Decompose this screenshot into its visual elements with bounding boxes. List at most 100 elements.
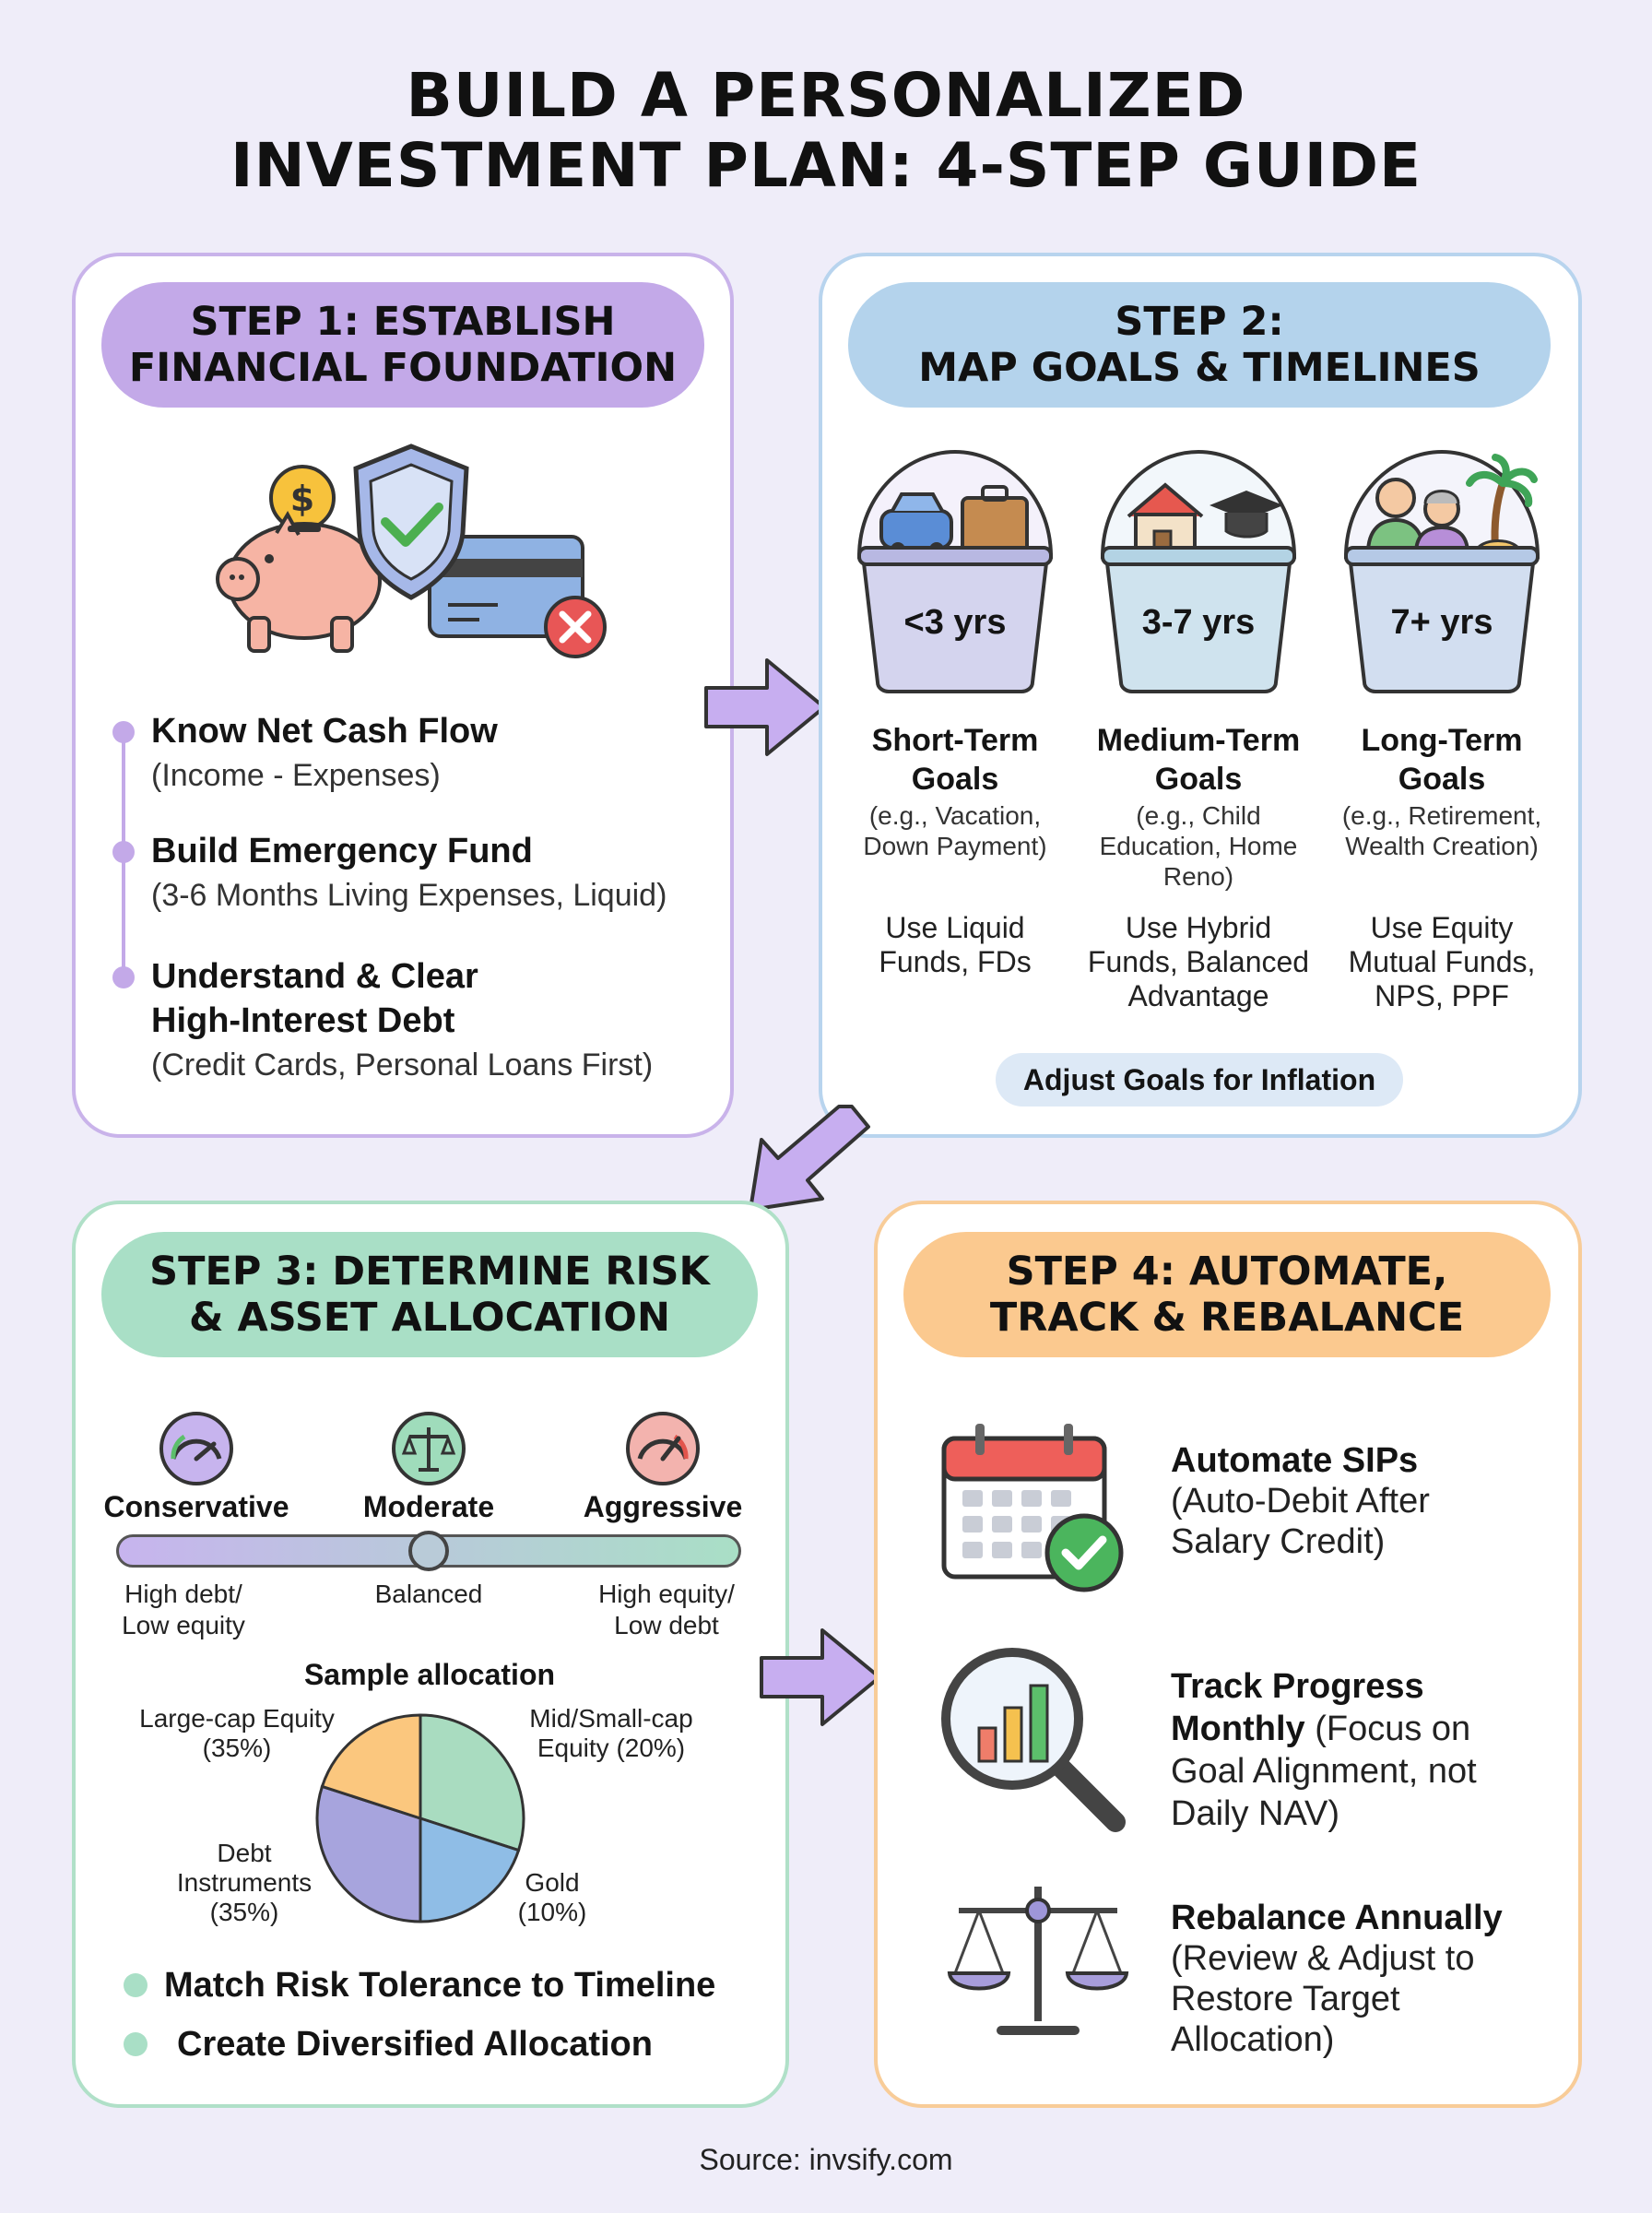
- step1-heading-line2: FINANCIAL FOUNDATION: [128, 345, 678, 391]
- arrow-right-icon: [704, 658, 826, 756]
- long-term-title-line1: Long-Term: [1361, 723, 1523, 758]
- risk-moderate-label: Moderate: [362, 1490, 495, 1523]
- pie-label-gold-line2: (10%): [517, 1898, 587, 1926]
- step4-item2-title-line2: Monthly: [1171, 1710, 1305, 1748]
- step4-item2-inline: (Focus on: [1304, 1710, 1471, 1748]
- long-term-use-line3: NPS, PPF: [1375, 979, 1509, 1012]
- risk-moderate-desc: Balanced: [374, 1580, 483, 1608]
- step4-item3-line3: Allocation): [1171, 2020, 1335, 2059]
- pie-label-debt-line3: (35%): [209, 1898, 279, 1926]
- bucket-medium-term: [1100, 449, 1297, 693]
- pie-label-mid-small-cap: Mid/Small-cap Equity (20%): [503, 1704, 719, 1763]
- risk-aggressive-desc-line2: Low debt: [614, 1611, 719, 1639]
- step4-item2-line2: Daily NAV): [1171, 1794, 1339, 1833]
- long-term-use-line1: Use Equity: [1370, 911, 1514, 944]
- pie-debt-slice: [315, 1784, 422, 1923]
- allocation-title: Sample allocation: [303, 1658, 556, 1691]
- step2-heading-line1: STEP 2:: [1115, 299, 1284, 345]
- arrow-down-left-icon: [749, 1105, 870, 1212]
- conservative-gauge-icon: [159, 1412, 233, 1485]
- step4-item2-title-line1: Track Progress: [1171, 1667, 1424, 1706]
- step3-bullet-dot: [124, 1973, 148, 1997]
- step1-item3-title-line1: Understand & Clear: [151, 957, 478, 996]
- aggressive-gauge-icon: [626, 1412, 700, 1485]
- medium-term-use-line1: Use Hybrid: [1125, 911, 1272, 944]
- step1-item2-title: Build Emergency Fund: [151, 832, 533, 870]
- medium-term-example-line3: Reno): [1162, 862, 1234, 891]
- long-term-example-line2: Wealth Creation): [1345, 832, 1539, 860]
- pie-label-debt: Debt Instruments (35%): [157, 1839, 332, 1927]
- bucket-short-label: <3 yrs: [903, 603, 1007, 642]
- page-title-line2: INVESTMENT PLAN: 4-STEP GUIDE: [230, 130, 1422, 201]
- short-term-title-line1: Short-Term: [871, 723, 1039, 758]
- short-term-title-line2: Goals: [911, 762, 999, 797]
- step1-bullet-dot: [112, 721, 135, 743]
- long-term-use: Use Equity Mutual Funds, NPS, PPF: [1322, 911, 1562, 1013]
- piggy-bank-shield-credit-card-icon: $: [216, 444, 607, 658]
- short-term-example-line2: Down Payment): [863, 832, 1047, 860]
- medium-term-use: Use Hybrid Funds, Balanced Advantage: [1079, 911, 1318, 1013]
- pie-label-mid-small-line2: Equity (20%): [537, 1734, 686, 1762]
- step4-item1-title: Automate SIPs: [1171, 1441, 1419, 1480]
- step1-heading-line1: STEP 1: ESTABLISH: [190, 299, 616, 345]
- long-term-goals: Long-Term Goals (e.g., Retirement, Wealt…: [1322, 721, 1562, 861]
- medium-term-example-line1: (e.g., Child: [1136, 801, 1261, 830]
- bucket-long-term: [1343, 449, 1540, 693]
- step2-heading: STEP 2: MAP GOALS & TIMELINES: [848, 282, 1551, 408]
- step3-heading-line1: STEP 3: DETERMINE RISK: [149, 1249, 710, 1295]
- risk-conservative-label: Conservative: [103, 1490, 289, 1523]
- medium-term-use-line3: Advantage: [1127, 979, 1269, 1012]
- short-term-use-line1: Use Liquid: [885, 911, 1025, 944]
- step4-item2: Track Progress Monthly (Focus on Goal Al…: [1171, 1665, 1477, 1835]
- risk-conservative-desc-line2: Low equity: [122, 1611, 245, 1639]
- step4-heading: STEP 4: AUTOMATE, TRACK & REBALANCE: [903, 1232, 1551, 1357]
- balance-scale-icon: [947, 1887, 1129, 2035]
- medium-term-use-line2: Funds, Balanced: [1087, 945, 1310, 978]
- pie-label-gold-line1: Gold: [525, 1868, 580, 1897]
- medium-term-goals: Medium-Term Goals (e.g., Child Education…: [1079, 721, 1318, 892]
- step1-item3-detail: (Credit Cards, Personal Loans First): [151, 1047, 654, 1083]
- medium-term-title-line1: Medium-Term: [1096, 723, 1301, 758]
- bucket-short-term: [856, 449, 1054, 693]
- step4-item1: Automate SIPs (Auto-Debit After Salary C…: [1171, 1440, 1430, 1562]
- long-term-use-line2: Mutual Funds,: [1348, 945, 1536, 978]
- source-footer: Source: invsify.com: [699, 2143, 953, 2176]
- short-term-use: Use Liquid Funds, FDs: [835, 911, 1075, 979]
- short-term-use-line2: Funds, FDs: [879, 945, 1032, 978]
- step3-bullet1: Match Risk Tolerance to Timeline: [164, 1966, 716, 2005]
- pie-label-large-cap-line1: Large-cap Equity: [139, 1704, 335, 1733]
- long-term-title-line2: Goals: [1398, 762, 1486, 797]
- page-title-line1: BUILD A PERSONALIZED: [406, 60, 1246, 131]
- pie-gold-slice: [419, 1816, 521, 1923]
- short-term-example-line1: (e.g., Vacation,: [868, 801, 1042, 830]
- step3-bullet-dot: [124, 2032, 148, 2056]
- step4-heading-line1: STEP 4: AUTOMATE,: [1006, 1249, 1448, 1295]
- step1-item1-title: Know Net Cash Flow: [151, 712, 498, 751]
- medium-term-example-line2: Education, Home: [1099, 832, 1298, 860]
- pie-label-large-cap: Large-cap Equity (35%): [124, 1704, 350, 1763]
- step1-item1-detail: (Income - Expenses): [151, 758, 441, 793]
- risk-aggressive-desc: High equity/ Low debt: [573, 1579, 760, 1641]
- risk-conservative-desc-line1: High debt/: [124, 1580, 242, 1608]
- risk-aggressive-label: Aggressive: [583, 1490, 743, 1523]
- step4-item3-line2: Restore Target: [1171, 1980, 1400, 2018]
- magnifier-chart-icon: [941, 1648, 1126, 1832]
- bucket-long-label: 7+ yrs: [1390, 603, 1493, 642]
- inflation-note: Adjust Goals for Inflation: [996, 1053, 1403, 1106]
- svg-text:$: $: [290, 479, 314, 519]
- long-term-example-line1: (e.g., Retirement,: [1341, 801, 1542, 830]
- step3-heading-line2: & ASSET ALLOCATION: [189, 1295, 670, 1341]
- pie-label-debt-line1: Debt: [217, 1839, 272, 1867]
- step4-item2-line1: Goal Alignment, not: [1171, 1752, 1477, 1791]
- allocation-pie-chart: [315, 1713, 525, 1923]
- step4-item3-title: Rebalance Annually: [1171, 1899, 1503, 1937]
- pie-large-cap-slice: [320, 1713, 422, 1821]
- pie-label-mid-small-line1: Mid/Small-cap: [529, 1704, 693, 1733]
- step1-heading: STEP 1: ESTABLISH FINANCIAL FOUNDATION: [101, 282, 704, 408]
- step1-item2-detail: (3-6 Months Living Expenses, Liquid): [151, 878, 667, 913]
- step4-heading-line2: TRACK & REBALANCE: [989, 1295, 1465, 1341]
- risk-conservative-desc: High debt/ Low equity: [90, 1579, 277, 1641]
- risk-slider-knob[interactable]: [408, 1531, 449, 1571]
- step3-heading: STEP 3: DETERMINE RISK & ASSET ALLOCATIO…: [101, 1232, 758, 1357]
- step2-heading-line2: MAP GOALS & TIMELINES: [918, 345, 1481, 391]
